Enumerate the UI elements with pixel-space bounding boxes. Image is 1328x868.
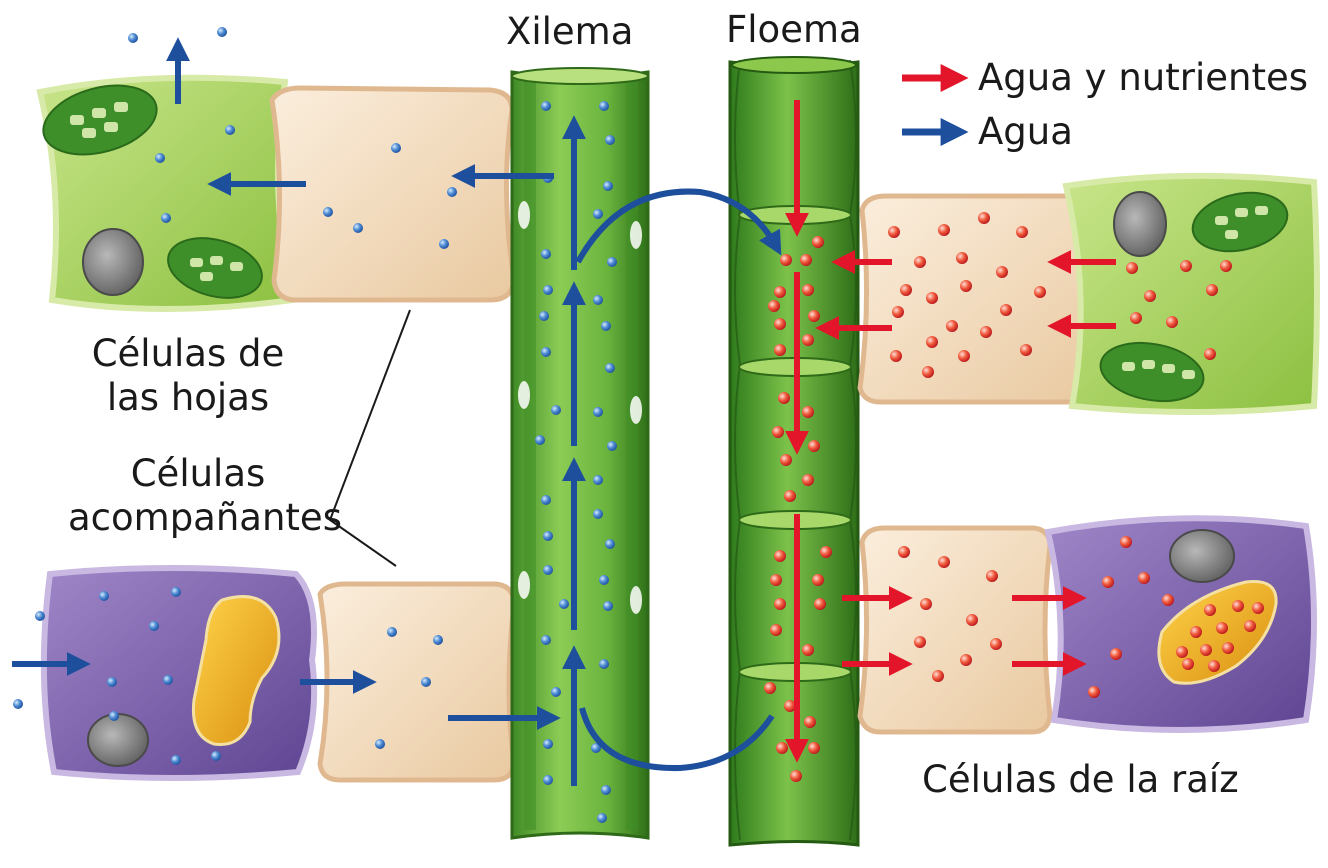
root-cells-label: Células de la raíz (922, 758, 1239, 802)
nucleus-icon (83, 229, 143, 295)
companion-cells-label-line1: Células (68, 452, 328, 496)
companion-cell (272, 88, 514, 300)
phloem-label: Floema (726, 8, 862, 52)
leaf-cell (36, 74, 292, 309)
companion-cells-label: Células acompañantes (68, 452, 328, 540)
root-cell (1048, 518, 1314, 730)
root-cell (44, 568, 314, 778)
legend-label-water: Agua (978, 110, 1073, 154)
nucleus-icon (1170, 530, 1234, 582)
companion-cell (860, 528, 1050, 732)
nucleus-icon (88, 714, 148, 766)
companion-cells-label-line2: acompañantes (68, 496, 328, 540)
label-pointer-line (330, 310, 410, 566)
leaf-cells-label: Células de las hojas (78, 332, 298, 420)
legend (902, 78, 956, 132)
nucleus-icon (1114, 192, 1166, 256)
leaf-cells-label-line2: las hojas (78, 376, 298, 420)
leaf-cells-label-line1: Células de (78, 332, 298, 376)
leaf-cell (1066, 176, 1317, 412)
xylem-label: Xilema (506, 10, 633, 54)
xylem-vessel (512, 68, 648, 838)
legend-label-nutrients: Agua y nutrientes (978, 56, 1308, 100)
